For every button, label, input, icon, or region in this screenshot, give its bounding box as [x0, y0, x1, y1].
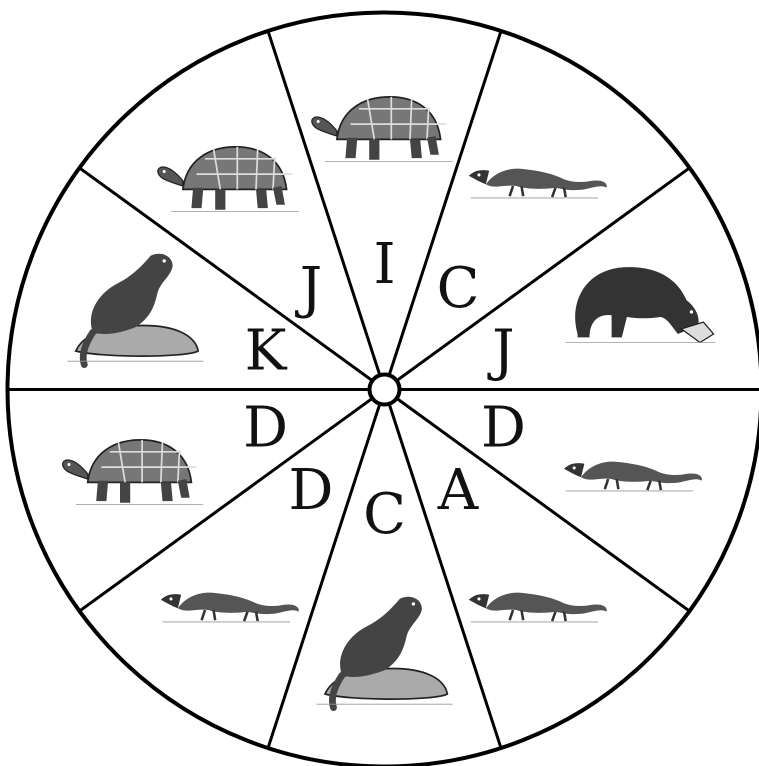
- sector-letter: D: [481, 396, 526, 461]
- sector-letter: A: [437, 458, 479, 523]
- sector-letter: I: [373, 232, 395, 297]
- mongoose-icon: [469, 593, 607, 622]
- bear-icon: [566, 267, 716, 342]
- sector-letter: C: [363, 482, 406, 547]
- tortoise-icon: [63, 440, 204, 505]
- sector-divider: [385, 31, 501, 390]
- mongoose-icon: [469, 169, 607, 198]
- otter-icon: [67, 254, 203, 365]
- sector-letter: D: [289, 458, 334, 523]
- sector-divider: [385, 390, 690, 612]
- mongoose-icon: [161, 593, 299, 622]
- tortoise-icon: [158, 147, 299, 212]
- sector-letter: C: [437, 256, 480, 321]
- sector-letter: D: [243, 396, 288, 461]
- center-hub: [370, 375, 400, 405]
- sector-letter: K: [245, 318, 288, 383]
- otter-icon: [317, 597, 453, 708]
- mongoose-icon: [564, 462, 702, 491]
- sector-letter: J: [295, 256, 322, 321]
- sector-letter: J: [487, 318, 514, 383]
- tortoise-icon: [312, 97, 453, 162]
